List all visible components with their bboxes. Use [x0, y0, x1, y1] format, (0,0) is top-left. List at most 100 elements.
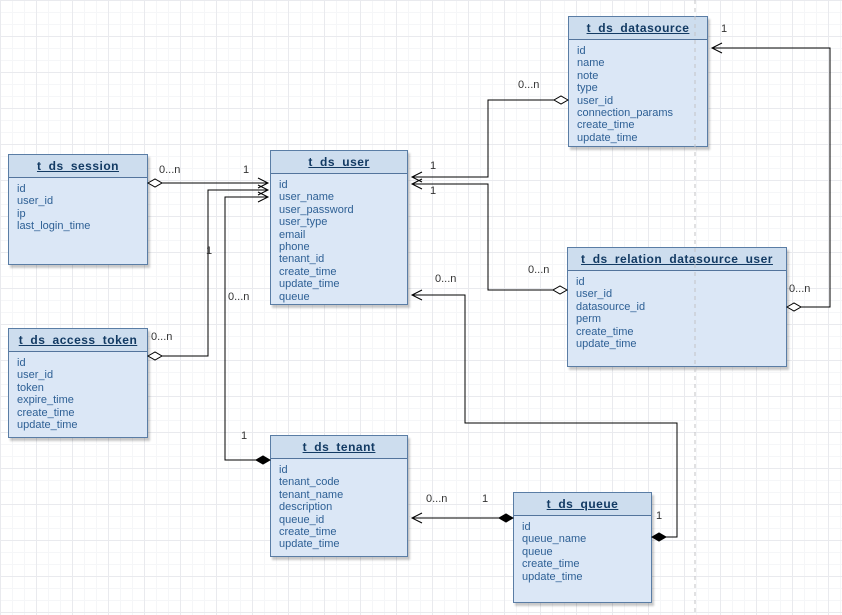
connector-relation-user[interactable]: [412, 183, 553, 291]
filled-diamond-icon: [497, 513, 515, 523]
field-row: update_time: [522, 570, 583, 583]
entity-title: t_ds_access_token: [9, 329, 147, 352]
field-row: tenant_code: [279, 476, 340, 489]
open-arrow-icon: [410, 178, 423, 190]
open-diamond-icon: [552, 95, 570, 105]
cardinality-label: 1: [656, 510, 663, 522]
field-row: id: [576, 276, 585, 288]
cardinality-label: 0...n: [151, 331, 173, 343]
open-diamond-icon: [785, 302, 803, 312]
field-row: name: [577, 57, 605, 70]
cardinality-label: 1: [430, 160, 437, 172]
open-diamond-icon: [551, 285, 569, 295]
field-row: expire_time: [17, 394, 74, 407]
cardinality-label: 1: [721, 23, 728, 35]
filled-diamond-icon: [254, 455, 272, 465]
open-diamond-icon: [146, 178, 164, 188]
field-row: update_time: [576, 338, 637, 351]
cardinality-label: 1: [243, 164, 250, 176]
cardinality-label: 1: [482, 493, 489, 505]
field-row: note: [577, 69, 599, 82]
cardinality-label: 0...n: [426, 493, 448, 505]
open-arrow-icon: [710, 42, 723, 54]
field-row: queue: [279, 290, 310, 303]
cardinality-label: 1: [241, 430, 248, 442]
field-row: id: [17, 183, 26, 195]
connector-queue-user[interactable]: [412, 294, 678, 538]
field-row: create_time: [17, 406, 75, 419]
field-row: create_time: [279, 526, 337, 539]
entity-title: t_ds_relation_datasource_user: [568, 248, 786, 271]
entity-title: t_ds_user: [271, 151, 407, 174]
field-row: connection_params: [577, 107, 674, 120]
field-row: user_id: [577, 94, 614, 107]
field-row: create_time: [576, 325, 634, 338]
field-row: tenant_id: [279, 253, 325, 266]
field-row: ip: [17, 207, 26, 220]
connector-tenant-user[interactable]: [224, 196, 268, 461]
field-row: id: [577, 45, 586, 57]
cardinality-label: 1: [206, 245, 213, 257]
entity-title: t_ds_session: [9, 155, 147, 178]
field-row: type: [577, 82, 598, 95]
field-row: update_time: [17, 419, 78, 432]
cardinality-label: 0...n: [789, 283, 811, 295]
filled-diamond-icon: [650, 532, 668, 542]
field-row: queue: [522, 545, 553, 558]
entity-title: t_ds_datasource: [569, 17, 707, 40]
entity-title: t_ds_queue: [514, 493, 651, 516]
field-row: last_login_time: [17, 220, 91, 233]
connector-relation-datasource[interactable]: [712, 47, 831, 308]
field-row: datasource_id: [576, 300, 646, 313]
field-row: update_time: [279, 278, 340, 291]
field-row: user_id: [17, 369, 54, 382]
field-row: perm: [576, 313, 602, 326]
open-arrow-icon: [410, 512, 423, 524]
field-row: user_password: [279, 203, 354, 216]
field-row: user_name: [279, 191, 335, 204]
cardinality-label: 1: [430, 185, 437, 197]
field-row: id: [522, 521, 531, 533]
open-arrow-icon: [257, 191, 270, 203]
field-row: phone: [279, 241, 310, 254]
field-row: queue_id: [279, 513, 325, 526]
field-row: update_time: [279, 538, 340, 551]
field-row: id: [279, 464, 288, 476]
field-row: tenant_name: [279, 488, 344, 501]
field-row: id: [17, 357, 26, 369]
cardinality-label: 0...n: [528, 264, 550, 276]
field-row: token: [17, 381, 44, 394]
field-row: description: [279, 501, 333, 514]
field-row: user_type: [279, 216, 328, 229]
field-row: create_time: [577, 119, 635, 132]
cardinality-label: 0...n: [159, 164, 181, 176]
field-row: user_id: [576, 288, 613, 301]
field-row: id: [279, 179, 288, 191]
cardinality-label: 0...n: [518, 79, 540, 91]
connector-datasource-user[interactable]: [412, 99, 554, 178]
open-arrow-icon: [410, 289, 423, 301]
open-diamond-icon: [146, 351, 164, 361]
cardinality-label: 0...n: [228, 291, 250, 303]
entity-title: t_ds_tenant: [271, 436, 407, 459]
field-row: queue_name: [522, 533, 587, 546]
connector-accesstoken-user[interactable]: [162, 189, 268, 357]
field-row: create_time: [522, 558, 580, 571]
field-row: update_time: [577, 131, 638, 144]
field-row: create_time: [279, 265, 337, 278]
